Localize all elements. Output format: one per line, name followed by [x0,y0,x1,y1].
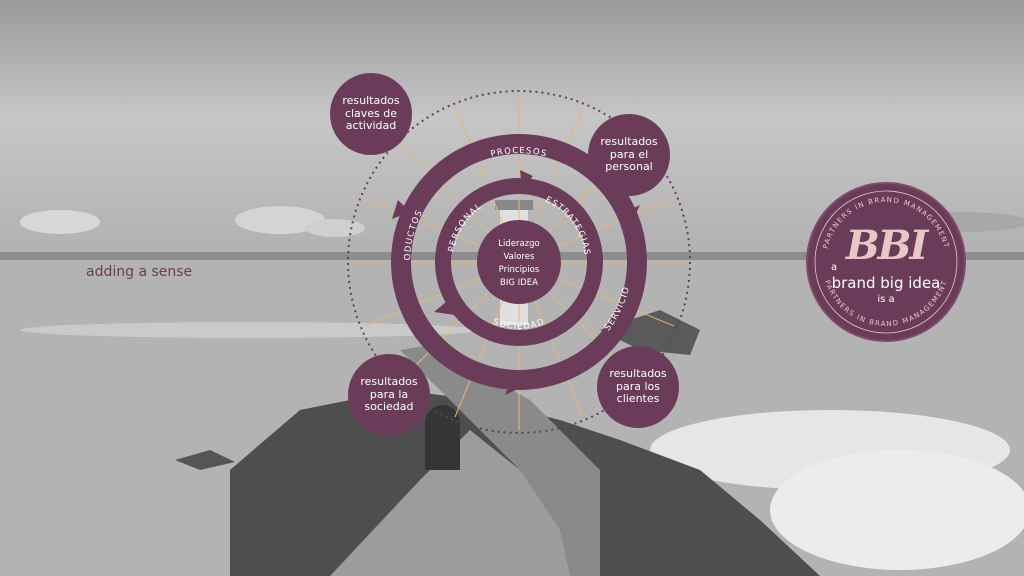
bubble-resultados-clientes: resultados para los clientes [597,346,679,428]
logo-mark: BBI [845,222,928,269]
dotted-orbit [347,90,691,434]
bubble-resultados-sociedad: resultados para la sociedad [348,354,430,436]
logo-ring: PARTNERS IN BRAND MANAGEMENT PARTNERS IN… [814,190,958,334]
caption-adding-a-sense: adding a sense [86,264,193,280]
bubble-resultados-claves: resultados claves de actividad [330,73,412,155]
inner-ring-arrows [434,170,533,315]
bubble-resultados-personal: resultados para el personal [588,114,670,196]
bbi-logo: PARTNERS IN BRAND MANAGEMENT PARTNERS IN… [806,182,966,342]
outer-ring-arrows [392,200,640,395]
logo-brand-name: brand big idea [831,274,941,292]
inner-ring [435,178,603,346]
logo-word-a: a [831,262,838,273]
logo-word-is-a: is a [877,294,895,305]
ring-label-sociedad: SOCIEDAD [492,317,547,332]
center-disc [477,220,561,304]
center-values-text: Liderazgo Valores Principios BIG IDEA [498,239,540,288]
outer-ring [391,134,647,390]
